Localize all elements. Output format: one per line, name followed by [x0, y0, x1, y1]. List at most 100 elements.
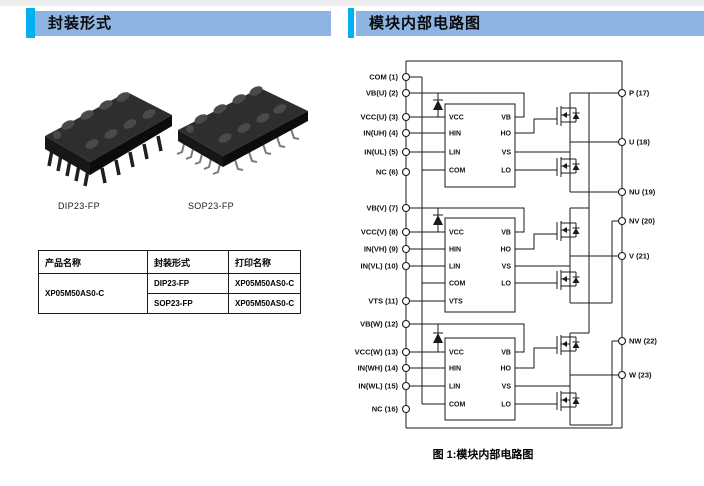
ic-pin-label: COM — [449, 402, 466, 409]
pin-label: NU (19) — [629, 188, 656, 197]
pin-label: VB(W) (12) — [360, 320, 398, 329]
driver-ic-w-labels: VCC HIN LIN COM VB HO VS LO — [449, 350, 512, 409]
bootstrap-diode-w — [433, 324, 443, 352]
pin-label: VCC(U) (3) — [361, 113, 399, 122]
pin-label: VCC(W) (13) — [355, 348, 399, 357]
ic-pin-label: LO — [501, 402, 511, 409]
circuit-wiring — [405, 60, 623, 429]
ic-pin-label: COM — [449, 281, 466, 288]
ic-pin-label: VCC — [449, 350, 464, 357]
dip23-package-label: DIP23-FP — [58, 201, 100, 211]
page-top-strip — [0, 0, 704, 6]
product-name-cell: XP05M50AS0-C — [38, 273, 148, 314]
ic-pin-label: HO — [501, 247, 512, 254]
ic-pin-label: VS — [502, 150, 512, 157]
mosfet-u-high — [556, 105, 580, 127]
pin-label: VTS (11) — [368, 297, 398, 306]
driver-ic-u-box — [444, 103, 516, 188]
ic-pin-label: VCC — [449, 115, 464, 122]
bootstrap-diode-u — [433, 93, 443, 117]
pin-label: W (23) — [629, 371, 652, 380]
pin-label: P (17) — [629, 89, 650, 98]
mosfet-u-low — [556, 156, 580, 178]
ic-pin-label: VS — [502, 384, 512, 391]
dip23-package-illustration — [45, 92, 172, 187]
ic-pin-label: LIN — [449, 384, 460, 391]
marking-cell: XP05M50AS0-C — [227, 273, 302, 294]
ic-pin-label: VB — [501, 115, 511, 122]
phase-u-output-routes — [515, 118, 570, 171]
table-header-product-name: 产品名称 — [38, 250, 148, 274]
right-section-title: 模块内部电路图 — [369, 15, 482, 32]
ic-pin-label: HO — [501, 131, 512, 138]
sop23-package-label: SOP23-FP — [188, 201, 234, 211]
ic-pin-label: HIN — [449, 247, 461, 254]
ic-pin-label: LO — [501, 281, 511, 288]
ic-pin-label: HO — [501, 366, 512, 373]
table-row: SOP23-FP XP05M50AS0-C — [39, 293, 302, 314]
phase-w-power-wires — [569, 332, 619, 426]
ic-pin-label: VB — [501, 350, 511, 357]
pin-label: IN(VL) (10) — [361, 262, 399, 271]
ic-pin-label: VS — [502, 264, 512, 271]
table-header-package: 封装形式 — [147, 250, 229, 274]
sop23-package-illustration — [176, 86, 308, 175]
ic-pin-label: HIN — [449, 131, 461, 138]
ic-pin-label: VB — [501, 230, 511, 237]
phase-v-output-routes — [515, 233, 570, 284]
left-section-accent-bar — [26, 8, 35, 38]
table-row: XP05M50AS0-C DIP23-FP XP05M50AS0-C — [38, 273, 302, 314]
package-illustrations: DIP23-FP SOP23-FP — [45, 86, 308, 211]
com-rail — [406, 76, 445, 405]
pin-label: IN(UH) (4) — [363, 129, 398, 138]
ic-pin-label: LIN — [449, 150, 460, 157]
phase-w-input-wires — [406, 323, 525, 387]
driver-ic-v-box — [444, 217, 516, 313]
ic-pin-label: LIN — [449, 264, 460, 271]
left-section-title: 封装形式 — [48, 15, 113, 32]
phase-u-input-wires — [406, 92, 525, 153]
pin-label: COM (1) — [369, 73, 398, 82]
module-outline — [405, 60, 623, 429]
pin-label: IN(VH) (9) — [364, 245, 399, 254]
pin-label: U (18) — [629, 138, 650, 147]
driver-ic-v-labels: VCC HIN LIN COM VTS VB HO VS LO — [449, 230, 512, 306]
pin-label: IN(WL) (15) — [358, 382, 398, 391]
pin-label: NC (6) — [376, 168, 399, 177]
phase-u-power-wires — [569, 92, 619, 333]
ic-pin-label: LO — [501, 168, 511, 175]
pin-label: NW (22) — [629, 337, 657, 346]
package-cell: SOP23-FP — [147, 293, 229, 314]
phase-v-power-wires — [569, 207, 619, 304]
phase-v-input-wires — [406, 207, 525, 302]
right-pin-labels: P (17) U (18) NU (19) NV (20) V (21) NW … — [629, 89, 657, 380]
phase-w-output-routes — [515, 347, 570, 405]
mosfet-v-high — [556, 220, 580, 242]
pin-terminals — [401, 72, 627, 414]
driver-ic-u-labels: VCC HIN LIN COM VB HO VS LO — [449, 115, 512, 175]
mosfet-w-low — [556, 390, 580, 412]
ic-pin-label: VTS — [449, 299, 463, 306]
ic-pin-label: COM — [449, 168, 466, 175]
table-header-marking: 打印名称 — [227, 250, 302, 274]
module-circuit-diagram: COM (1) VB(U) (2) VCC(U) (3) IN(UH) (4) … — [355, 60, 657, 429]
package-cell: DIP23-FP — [147, 273, 229, 294]
table-header-row: 产品名称 封装形式 打印名称 — [38, 250, 302, 274]
pin-label: NC (16) — [372, 405, 399, 414]
ic-pin-label: VCC — [449, 230, 464, 237]
pin-label: IN(WH) (14) — [358, 364, 399, 373]
left-section-header: 封装形式 — [35, 11, 331, 36]
pin-label: V (21) — [629, 252, 650, 261]
pin-label: IN(UL) (5) — [364, 148, 398, 157]
pin-label: VB(U) (2) — [366, 89, 399, 98]
mosfet-w-high — [556, 334, 580, 356]
product-table: 产品名称 封装形式 打印名称 XP05M50AS0-C DIP23-FP XP0… — [38, 250, 302, 314]
figure-caption: 图 1:模块内部电路图 — [432, 449, 534, 461]
bootstrap-diode-v — [433, 208, 443, 232]
pin-label: VCC(V) (8) — [361, 228, 399, 237]
pin-label: VB(V) (7) — [366, 204, 398, 213]
right-section-header: 模块内部电路图 — [356, 11, 704, 36]
mosfet-v-low — [556, 269, 580, 291]
pin-label: NV (20) — [629, 217, 655, 226]
ic-pin-label: HIN — [449, 366, 461, 373]
